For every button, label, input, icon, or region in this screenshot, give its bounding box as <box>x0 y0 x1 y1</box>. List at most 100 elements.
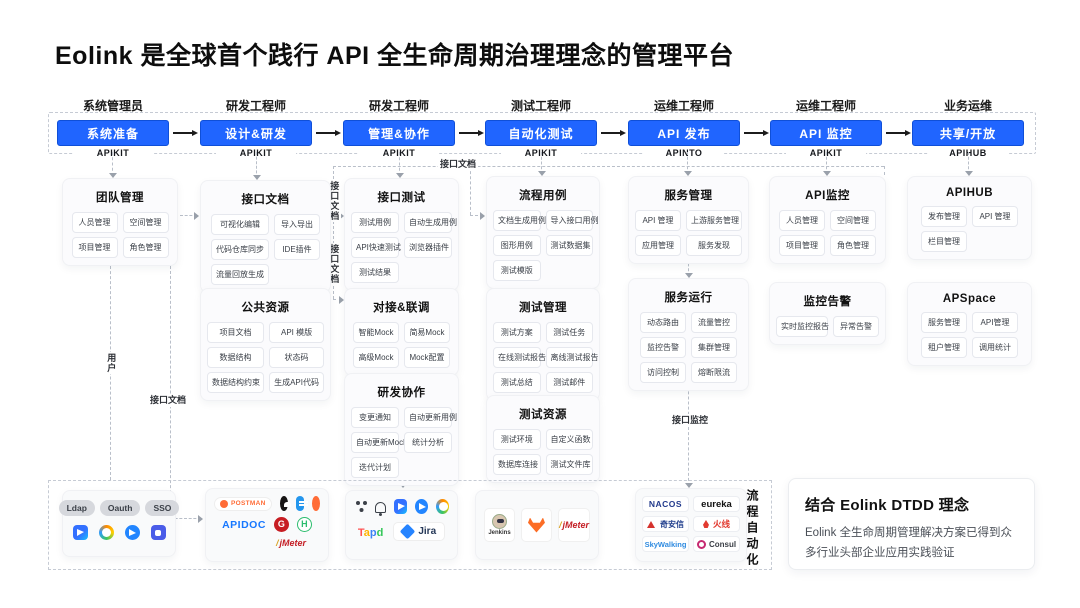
registry-integration-card: NACOS eureka 奇安信 火线 SkyWalking Consul <box>635 488 747 562</box>
feature-chip: API快速测试 <box>351 237 401 258</box>
role-label-6: 运维工程师 <box>795 99 856 113</box>
stage-button-manage-collab[interactable]: 管理&协作 <box>343 120 455 146</box>
wechat-open-icon <box>98 525 114 540</box>
feature-chip: 项目管理 <box>71 237 118 258</box>
github-icon <box>279 496 291 511</box>
feature-chip: 角色管理 <box>830 235 876 256</box>
gitlab-icon <box>527 517 545 533</box>
test-management-card: 测试管理测试方案测试任务在线测试报告离线测试报告测试总结测试邮件 <box>486 288 600 401</box>
connector <box>470 212 485 220</box>
ci-integration-card: Jenkins jMeter <box>475 490 599 560</box>
webhook-icon <box>354 499 367 514</box>
product-label-apikit: APIKIT <box>73 148 153 158</box>
jmeter-logo: jMeter <box>557 508 590 542</box>
api-monitor-card: API监控人员管理空间管理项目管理角色管理 <box>769 176 886 264</box>
role-label-2: 研发工程师 <box>225 99 286 113</box>
feature-chip: API 管理 <box>972 206 1018 227</box>
feature-chip: 服务管理 <box>921 312 967 333</box>
connector-label-doc-left: 接口文档 <box>148 394 189 408</box>
feature-chip: 项目文档 <box>207 322 265 343</box>
card-title: 服务运行 <box>664 292 713 304</box>
flow-case-card: 流程用例文档生成用例导入接口用例图形用例测试数据集测试模版 <box>486 176 600 289</box>
card-title: 测试管理 <box>519 302 567 314</box>
gitee-icon: G <box>273 517 289 532</box>
feature-chip: 高级Mock <box>353 347 399 368</box>
card-title: 公共资源 <box>241 302 290 314</box>
feature-chip: 生成API代码 <box>269 372 324 393</box>
role-label-3: 研发工程师 <box>368 99 429 113</box>
jira-logo: Jira <box>393 522 446 541</box>
connector <box>333 296 344 304</box>
card-title: 接口文档 <box>241 194 290 206</box>
feature-chip: 应用管理 <box>635 235 681 256</box>
card-title: 研发协作 <box>377 387 426 399</box>
stage-button-api-publish[interactable]: API 发布 <box>628 120 740 146</box>
feature-chip: 租户管理 <box>921 337 967 358</box>
bell-icon <box>375 501 386 516</box>
stage-button-api-monitor[interactable]: API 监控 <box>770 120 882 146</box>
feature-chip: 变更通知 <box>351 407 399 428</box>
postman-logo: POSTMAN <box>214 496 272 511</box>
feature-chip: 服务发现 <box>686 235 742 256</box>
feature-chip: 自动更新用例 <box>404 407 457 428</box>
feature-chip: 数据结构约束 <box>207 372 265 393</box>
stage-button-auto-test[interactable]: 自动化测试 <box>485 120 597 146</box>
card-title: APSpace <box>942 293 997 305</box>
feature-chip: 测试任务 <box>545 322 593 343</box>
connector-label-doc-top: 接口文档 <box>438 158 479 172</box>
feature-chip: 测试数据集 <box>545 235 593 256</box>
stage-button-design-dev[interactable]: 设计&研发 <box>200 120 312 146</box>
connector <box>333 166 334 299</box>
wechat-icon <box>435 499 450 514</box>
feature-chip: 熔断限流 <box>691 362 737 383</box>
card-title: 服务管理 <box>664 190 713 202</box>
monitor-alert-card: 监控告警实时监控报告异常告警 <box>769 282 886 345</box>
arrow-right-icon <box>601 130 626 136</box>
feature-chip: 自定义函数 <box>545 429 593 450</box>
feishu-icon <box>393 499 407 514</box>
integration-container <box>48 480 772 570</box>
connector <box>109 152 117 178</box>
card-title: 流程用例 <box>519 190 567 202</box>
connector <box>170 515 203 523</box>
jmeter-logo: jMeter <box>276 538 306 548</box>
service-runtime-card: 服务运行动态路由流量管控监控告警集群管理访问控制熔断限流 <box>628 278 749 391</box>
flow-auto-label: 流程自动化 <box>745 489 759 569</box>
feature-chip: 项目管理 <box>779 235 825 256</box>
jira-icon <box>400 523 416 540</box>
connector <box>180 212 199 220</box>
stage-button-share-open[interactable]: 共享/开放 <box>912 120 1024 146</box>
feishu-icon <box>72 525 88 540</box>
card-title: 对接&联调 <box>373 302 430 314</box>
feature-chip: 上游服务管理 <box>686 210 742 231</box>
jenkins-logo: Jenkins <box>484 508 515 542</box>
feature-chip: API 管理 <box>635 210 681 231</box>
role-label-7: 业务运维 <box>943 99 992 113</box>
feature-chip: 测试结果 <box>351 262 399 283</box>
card-title: APIHUB <box>945 187 994 199</box>
dingtalk-icon <box>124 525 140 540</box>
card-title: 测试资源 <box>519 409 567 421</box>
connector <box>253 152 261 180</box>
feature-chip: 自动更新Mock <box>351 432 407 453</box>
dtdd-summary-box: 结合 Eolink DTDD 理念 Eolink 全生命周期管理解决方案已得到众… <box>788 478 1035 570</box>
stage-button-system-prep[interactable]: 系统准备 <box>57 120 169 146</box>
connector <box>538 152 546 176</box>
arrow-right-icon <box>886 130 911 136</box>
feature-chip: 空间管理 <box>830 210 876 231</box>
role-label-5: 运维工程师 <box>653 99 714 113</box>
collab-integration-card: Tapd Jira <box>345 490 458 560</box>
feature-chip: 自动生成用例 <box>404 212 457 233</box>
connector <box>396 152 404 178</box>
feature-chip: 图形用例 <box>493 235 541 256</box>
huoxian-logo: 火线 <box>693 516 740 532</box>
tapd-logo: Tapd <box>357 526 384 539</box>
feature-chip: 监控告警 <box>640 337 686 358</box>
h-icon: H <box>296 517 312 532</box>
auth-pill: Ldap <box>58 500 95 516</box>
product-label-apinto: APINTO <box>644 148 724 158</box>
feature-chip: 测试模版 <box>493 260 541 281</box>
gitlab-logo <box>520 508 552 542</box>
